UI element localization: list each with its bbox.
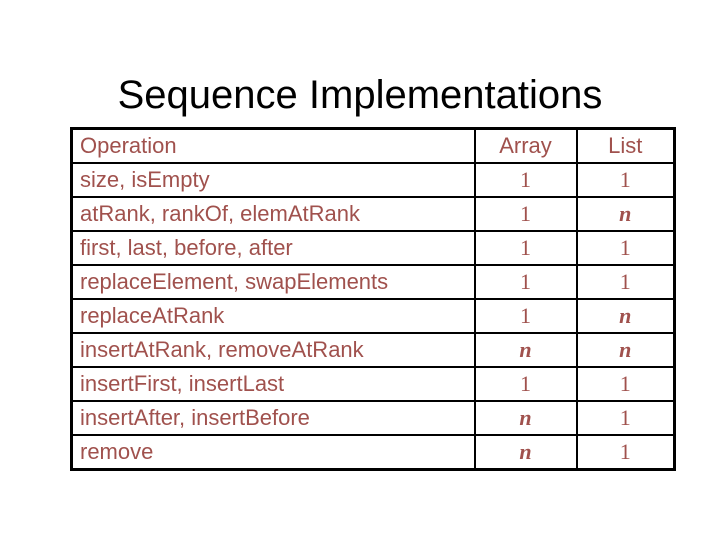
table-row: size, isEmpty 1 1 [70,162,676,198]
operation-cell: first, last, before, after [70,230,476,266]
complexity-cell: n [575,298,676,334]
operation-cell: insertAfter, insertBefore [70,400,476,436]
complexity-cell: n [575,332,676,368]
complexity-cell: 1 [473,162,578,198]
operation-cell: replaceElement, swapElements [70,264,476,300]
operation-cell: remove [70,434,476,471]
table-row: first, last, before, after 1 1 [70,230,676,266]
complexity-cell: n [473,332,578,368]
operation-cell: insertAtRank, removeAtRank [70,332,476,368]
table-row: insertFirst, insertLast 1 1 [70,366,676,402]
column-header-list: List [575,127,676,164]
operation-cell: size, isEmpty [70,162,476,198]
table-row: insertAfter, insertBefore n 1 [70,400,676,436]
complexity-cell: 1 [473,298,578,334]
complexity-cell: 1 [473,366,578,402]
table-row: insertAtRank, removeAtRank n n [70,332,676,368]
complexity-cell: 1 [575,434,676,471]
column-header-operation: Operation [70,127,476,164]
table-row: replaceElement, swapElements 1 1 [70,264,676,300]
complexity-cell: 1 [473,230,578,266]
complexity-cell: 1 [575,230,676,266]
complexity-table: Operation Array List size, isEmpty 1 1 a… [70,127,676,471]
table-header-row: Operation Array List [70,127,676,164]
complexity-cell: n [473,434,578,471]
complexity-cell: 1 [575,400,676,436]
page-title: Sequence Implementations [117,72,603,117]
complexity-cell: 1 [575,264,676,300]
operation-cell: atRank, rankOf, elemAtRank [70,196,476,232]
complexity-cell: 1 [473,264,578,300]
complexity-cell: 1 [575,366,676,402]
table-row: atRank, rankOf, elemAtRank 1 n [70,196,676,232]
complexity-cell: 1 [575,162,676,198]
complexity-cell: n [473,400,578,436]
operation-cell: replaceAtRank [70,298,476,334]
complexity-cell: 1 [473,196,578,232]
column-header-array: Array [473,127,578,164]
table-row: remove n 1 [70,434,676,471]
table-row: replaceAtRank 1 n [70,298,676,334]
operation-cell: insertFirst, insertLast [70,366,476,402]
complexity-cell: n [575,196,676,232]
